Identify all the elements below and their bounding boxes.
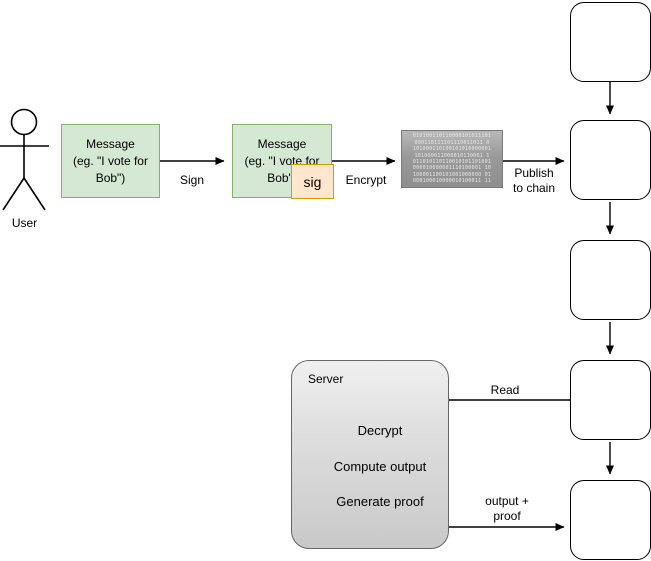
cipher-line: 010100110110000101011101 [412,133,492,140]
edge-label-sign: Sign [179,173,205,187]
server-step-generate-proof: Generate proof [336,494,424,509]
chain-block-3[interactable] [570,240,651,320]
cipher-line: 000010000001110100001 10 [412,165,492,172]
chain-block-1[interactable] [570,2,651,82]
edge-label-encrypt: Encrypt [345,173,387,187]
user-label: User [11,216,38,230]
cipher-line: 000110111101110011011 0 [414,139,490,146]
cipher-line: 011010110110010101101001 [412,159,492,165]
chain-block-2[interactable] [570,120,651,200]
server-title: Server [308,372,344,386]
edge-label-publish: Publish to chain [512,166,556,195]
ciphertext-box[interactable]: 010100110110000101011101 000110111101110… [401,130,503,188]
server-container[interactable] [291,360,449,549]
edge-label-output-proof: output + proof [485,494,529,523]
cipher-line: 101000110100101010000001 [412,146,492,153]
message-plain-box[interactable]: Message (eg. "I vote for Bob") [61,124,160,198]
server-step-decrypt: Decrypt [357,423,403,438]
user-stick-figure [0,110,49,211]
chain-block-5[interactable] [570,480,651,560]
edge-label-read: Read [490,383,520,397]
cipher-line: 101000011000010110001 1 [414,152,490,159]
cipher-line: 000100010000010100011 11 [412,178,492,185]
chain-block-4[interactable] [570,360,651,440]
signature-box[interactable]: sig [291,164,334,199]
server-step-compute-output: Compute output [333,459,427,474]
cipher-line: 100001100101001000000 01 [412,171,492,178]
